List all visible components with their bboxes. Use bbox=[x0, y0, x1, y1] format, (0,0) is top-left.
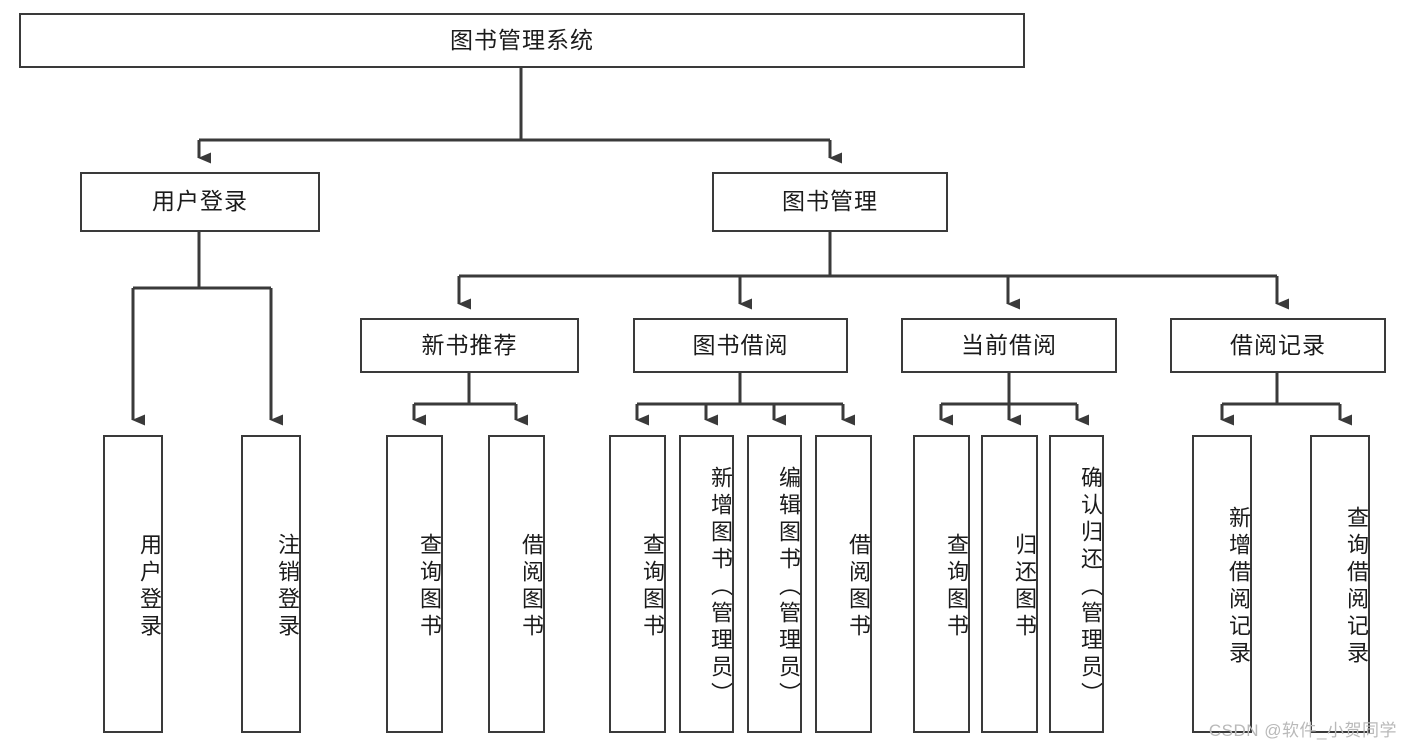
leaf-book-borrow-query-book[interactable]: 查询图书 bbox=[609, 435, 666, 733]
node-label: 当前借阅 bbox=[961, 331, 1057, 358]
node-label: 注销登录 bbox=[275, 533, 300, 641]
node-label: 查询图书 bbox=[417, 533, 442, 641]
node-current-borrow[interactable]: 当前借阅 bbox=[901, 318, 1117, 373]
node-book-borrow[interactable]: 图书借阅 bbox=[633, 318, 848, 373]
node-label: 归还图书 bbox=[1012, 533, 1037, 641]
node-label: 新增借阅记录 bbox=[1226, 506, 1251, 668]
node-new-book-recommend[interactable]: 新书推荐 bbox=[360, 318, 579, 373]
node-label: 用户登录 bbox=[137, 533, 162, 641]
leaf-borrow-record-query-record[interactable]: 查询借阅记录 bbox=[1310, 435, 1370, 733]
leaf-current-borrow-query-book[interactable]: 查询图书 bbox=[913, 435, 970, 733]
leaf-current-borrow-return-book[interactable]: 归还图书 bbox=[981, 435, 1038, 733]
node-label: 借阅图书 bbox=[519, 533, 544, 641]
node-label: 查询图书 bbox=[640, 533, 665, 641]
node-label: 新增图书（管理员） bbox=[708, 465, 733, 709]
node-borrow-record[interactable]: 借阅记录 bbox=[1170, 318, 1386, 373]
node-label: 图书管理 bbox=[782, 188, 878, 215]
leaf-user-login-login[interactable]: 用户登录 bbox=[103, 435, 163, 733]
leaf-book-borrow-borrow-book[interactable]: 借阅图书 bbox=[815, 435, 872, 733]
node-label: 用户登录 bbox=[152, 188, 248, 215]
leaf-borrow-record-add-record[interactable]: 新增借阅记录 bbox=[1192, 435, 1252, 733]
node-label: 图书借阅 bbox=[692, 331, 789, 358]
leaf-new-book-query-book[interactable]: 查询图书 bbox=[386, 435, 443, 733]
leaf-current-borrow-confirm-return-admin[interactable]: 确认归还（管理员） bbox=[1049, 435, 1104, 733]
node-label: 查询借阅记录 bbox=[1344, 506, 1369, 668]
node-root-book-management-system[interactable]: 图书管理系统 bbox=[19, 13, 1025, 68]
node-label: 确认归还（管理员） bbox=[1078, 465, 1103, 709]
leaf-user-login-logout[interactable]: 注销登录 bbox=[241, 435, 301, 733]
node-label: 编辑图书（管理员） bbox=[776, 465, 801, 709]
node-label: 新书推荐 bbox=[421, 331, 518, 358]
leaf-book-borrow-edit-book-admin[interactable]: 编辑图书（管理员） bbox=[747, 435, 802, 733]
node-label: 借阅记录 bbox=[1230, 331, 1326, 358]
node-label: 查询图书 bbox=[944, 533, 969, 641]
node-user-login[interactable]: 用户登录 bbox=[80, 172, 320, 232]
node-label: 借阅图书 bbox=[846, 533, 871, 641]
node-book-management[interactable]: 图书管理 bbox=[712, 172, 948, 232]
leaf-new-book-borrow-book[interactable]: 借阅图书 bbox=[488, 435, 545, 733]
watermark: CSDN @软件_小贺同学 bbox=[1208, 721, 1397, 740]
leaf-book-borrow-add-book-admin[interactable]: 新增图书（管理员） bbox=[679, 435, 734, 733]
node-label: 图书管理系统 bbox=[450, 26, 594, 53]
